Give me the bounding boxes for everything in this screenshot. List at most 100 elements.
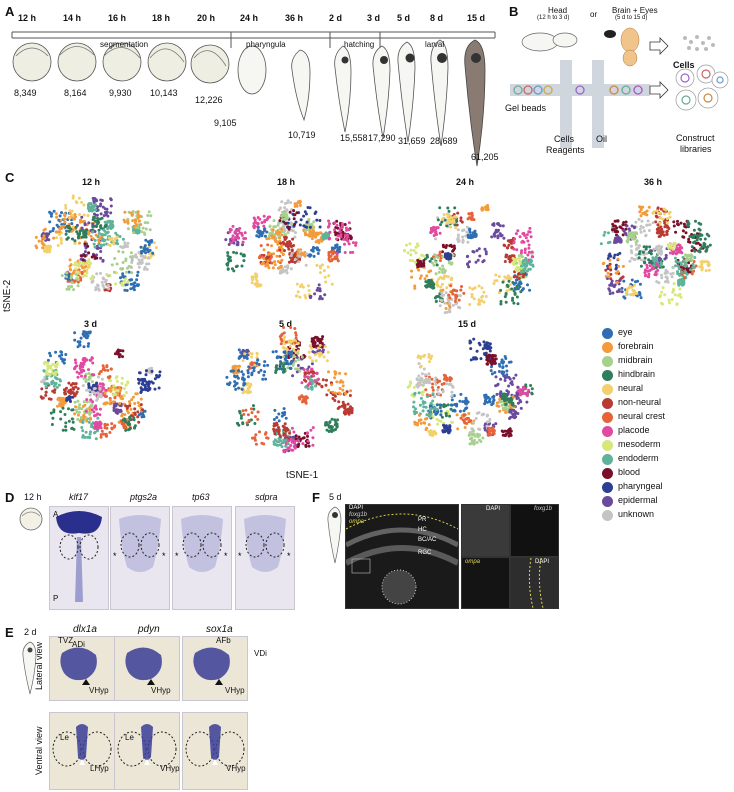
tsne-point [132, 416, 136, 420]
tsne-point [262, 364, 266, 368]
tsne-point [298, 255, 302, 258]
tsne-point [114, 408, 118, 412]
tsne-point [80, 407, 84, 411]
tsne-point [327, 274, 331, 278]
tsne-point [262, 257, 266, 261]
tsne-point [661, 265, 665, 269]
tsne-point [484, 295, 488, 298]
tsne-point [65, 271, 69, 275]
tsne-point [316, 346, 320, 350]
tsne-point [252, 369, 256, 373]
tsne-point [325, 393, 329, 397]
tsne-point [76, 284, 80, 288]
tsne-point [441, 271, 445, 274]
tsne-point [608, 240, 612, 244]
tsne-point [65, 229, 69, 233]
tsne-point [675, 303, 679, 306]
tsne-point [235, 243, 239, 247]
tsne-point [272, 225, 276, 229]
tsne-point [672, 282, 676, 286]
tsne-point [283, 206, 287, 210]
tsne-point [431, 286, 435, 290]
tsne-point [74, 385, 78, 389]
tsne-point [318, 354, 322, 358]
tsne-point [291, 229, 295, 233]
tsne-point [233, 380, 237, 384]
tsne-point [84, 409, 88, 413]
tsne-point [254, 415, 257, 419]
tsne-point [99, 224, 103, 228]
tsne-point [290, 448, 294, 452]
tsne-point [507, 400, 511, 404]
tsne-point [328, 420, 332, 424]
tsne-point [99, 250, 103, 253]
tsne-point [607, 231, 610, 235]
or-text: or [590, 10, 598, 19]
tsne-point [57, 383, 61, 387]
tsne-point [472, 218, 476, 222]
tsne-point [123, 241, 127, 245]
tsne-point [282, 440, 286, 444]
tsne-point [303, 232, 307, 235]
tsne-point [320, 239, 324, 243]
tsne-point [102, 432, 106, 436]
tsne-point [335, 252, 339, 256]
tsne-point [70, 281, 74, 285]
tsne-point [68, 216, 72, 220]
tsne-point [70, 427, 74, 430]
tsne-point [311, 436, 315, 440]
tsne-point [226, 382, 229, 386]
tsne-point [299, 218, 303, 222]
tsne-point [447, 308, 451, 312]
tsne-point [639, 214, 643, 218]
tsne-point [618, 236, 622, 240]
tsne-point [341, 380, 345, 384]
tsne-point [277, 419, 281, 423]
tsne-point [303, 375, 307, 379]
tsne-point [285, 426, 289, 430]
tsne-point [73, 400, 77, 404]
tsne-point [321, 263, 324, 267]
tsne-point [466, 233, 470, 237]
tsne-point [677, 267, 681, 271]
tsne-point [101, 364, 105, 368]
tsne-point [68, 264, 72, 268]
timepoint-label: 5 d [397, 13, 411, 23]
tsne-plot-title: 18 h [277, 177, 296, 187]
tsne-point [61, 428, 65, 432]
tsne-point [322, 237, 326, 241]
tsne-point [127, 264, 131, 268]
tsne-point [343, 410, 347, 414]
tsne-point [317, 241, 321, 245]
tsne-point [84, 379, 88, 383]
tsne-point [238, 356, 242, 359]
tsne-point [260, 262, 264, 266]
tsne-point [80, 215, 84, 219]
tsne-point [42, 228, 46, 232]
tsne-point [309, 428, 313, 432]
tsne-point [504, 255, 508, 259]
tsne-point [489, 369, 493, 373]
tsne-point [275, 443, 279, 447]
tsne-point [115, 235, 119, 239]
tsne-point [87, 342, 91, 346]
tsne-point [86, 266, 90, 270]
tsne-point [116, 351, 120, 355]
tsne-point [660, 273, 663, 277]
tsne-point [96, 234, 100, 238]
tsne-point [507, 288, 511, 292]
tsne-point [464, 396, 468, 400]
tsne-point [94, 198, 98, 202]
tsne-point [449, 278, 453, 282]
tsne-point [76, 270, 80, 274]
tsne-point [622, 279, 626, 283]
tsne-point [676, 223, 680, 227]
tsne-point [235, 381, 239, 385]
tsne-point [91, 279, 95, 283]
tsne-point [73, 263, 77, 267]
tsne-point [667, 211, 671, 215]
tsne-point [248, 351, 252, 355]
tsne-point [440, 282, 444, 286]
tsne-point [65, 237, 69, 241]
tsne-point [313, 341, 317, 345]
